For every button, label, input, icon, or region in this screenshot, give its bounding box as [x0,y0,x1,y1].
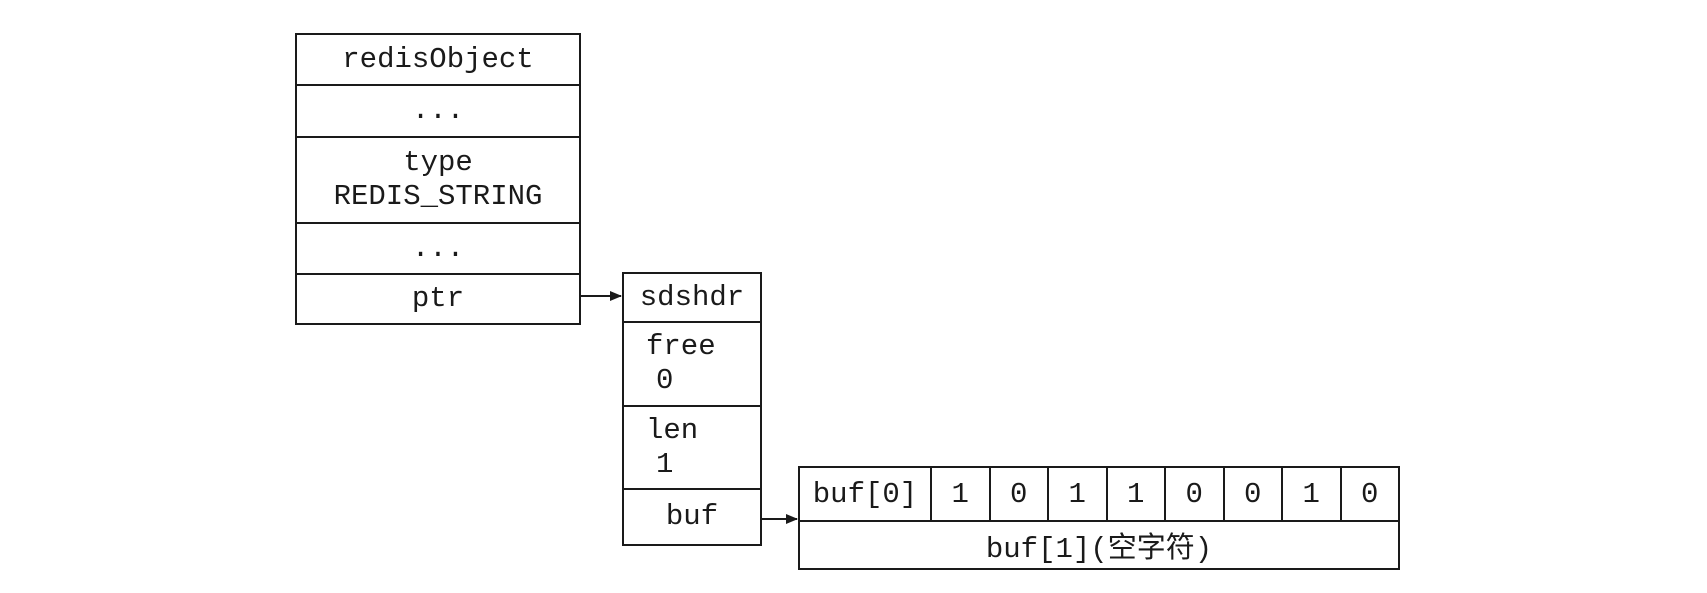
redis-object-type-field: type REDIS_STRING [297,136,579,222]
sdshdr-title: sdshdr [624,274,760,321]
buf-bit-cell: 1 [930,468,989,520]
buf-bit-cell: 1 [1281,468,1340,520]
redis-object-ellipsis-top: ... [297,84,579,136]
type-field-label: type [403,146,473,179]
sdshdr-struct: sdshdr free 0 len 1 buf [622,272,762,546]
buf-bytes-row: buf[0] 1 0 1 1 0 0 1 0 [800,468,1398,520]
ellipsis-bottom-text: ... [411,231,465,265]
buf-bit-cell: 0 [1164,468,1223,520]
buf-index-0-label: buf[0] [812,477,918,511]
sdshdr-free-field: free 0 [624,321,760,405]
buf-bit-cell: 0 [1222,468,1282,520]
sdshdr-title-text: sdshdr [639,280,745,314]
redis-object-title-text: redisObject [342,42,534,76]
sdshdr-buf-field: buf [624,488,760,544]
len-field-value: 1 [656,447,674,481]
ellipsis-top-text: ... [411,94,465,127]
buf-field-label: buf [665,500,719,533]
buf-bit-cell: 1 [1047,468,1106,520]
ptr-field-label: ptr [411,282,465,315]
redis-object-ptr-field: ptr [297,273,579,323]
free-field-label: free [646,330,716,363]
redis-object-struct: redisObject ... type REDIS_STRING ... pt… [295,33,581,325]
redis-object-title: redisObject [297,35,579,84]
buf-null-terminator: buf[1](空字符) [800,520,1398,568]
redis-object-ellipsis-bottom: ... [297,222,579,273]
buf-bit-cell: 0 [988,468,1048,520]
len-field-label: len [646,413,699,447]
sdshdr-len-field: len 1 [624,405,760,488]
buf-array: buf[0] 1 0 1 1 0 0 1 0 buf[1](空字符) [798,466,1400,570]
buf-bit-cell: 0 [1339,468,1399,520]
free-field-value: 0 [656,364,674,397]
type-field-value: REDIS_STRING [333,180,543,213]
buf-bit-cell: 1 [1105,468,1165,520]
